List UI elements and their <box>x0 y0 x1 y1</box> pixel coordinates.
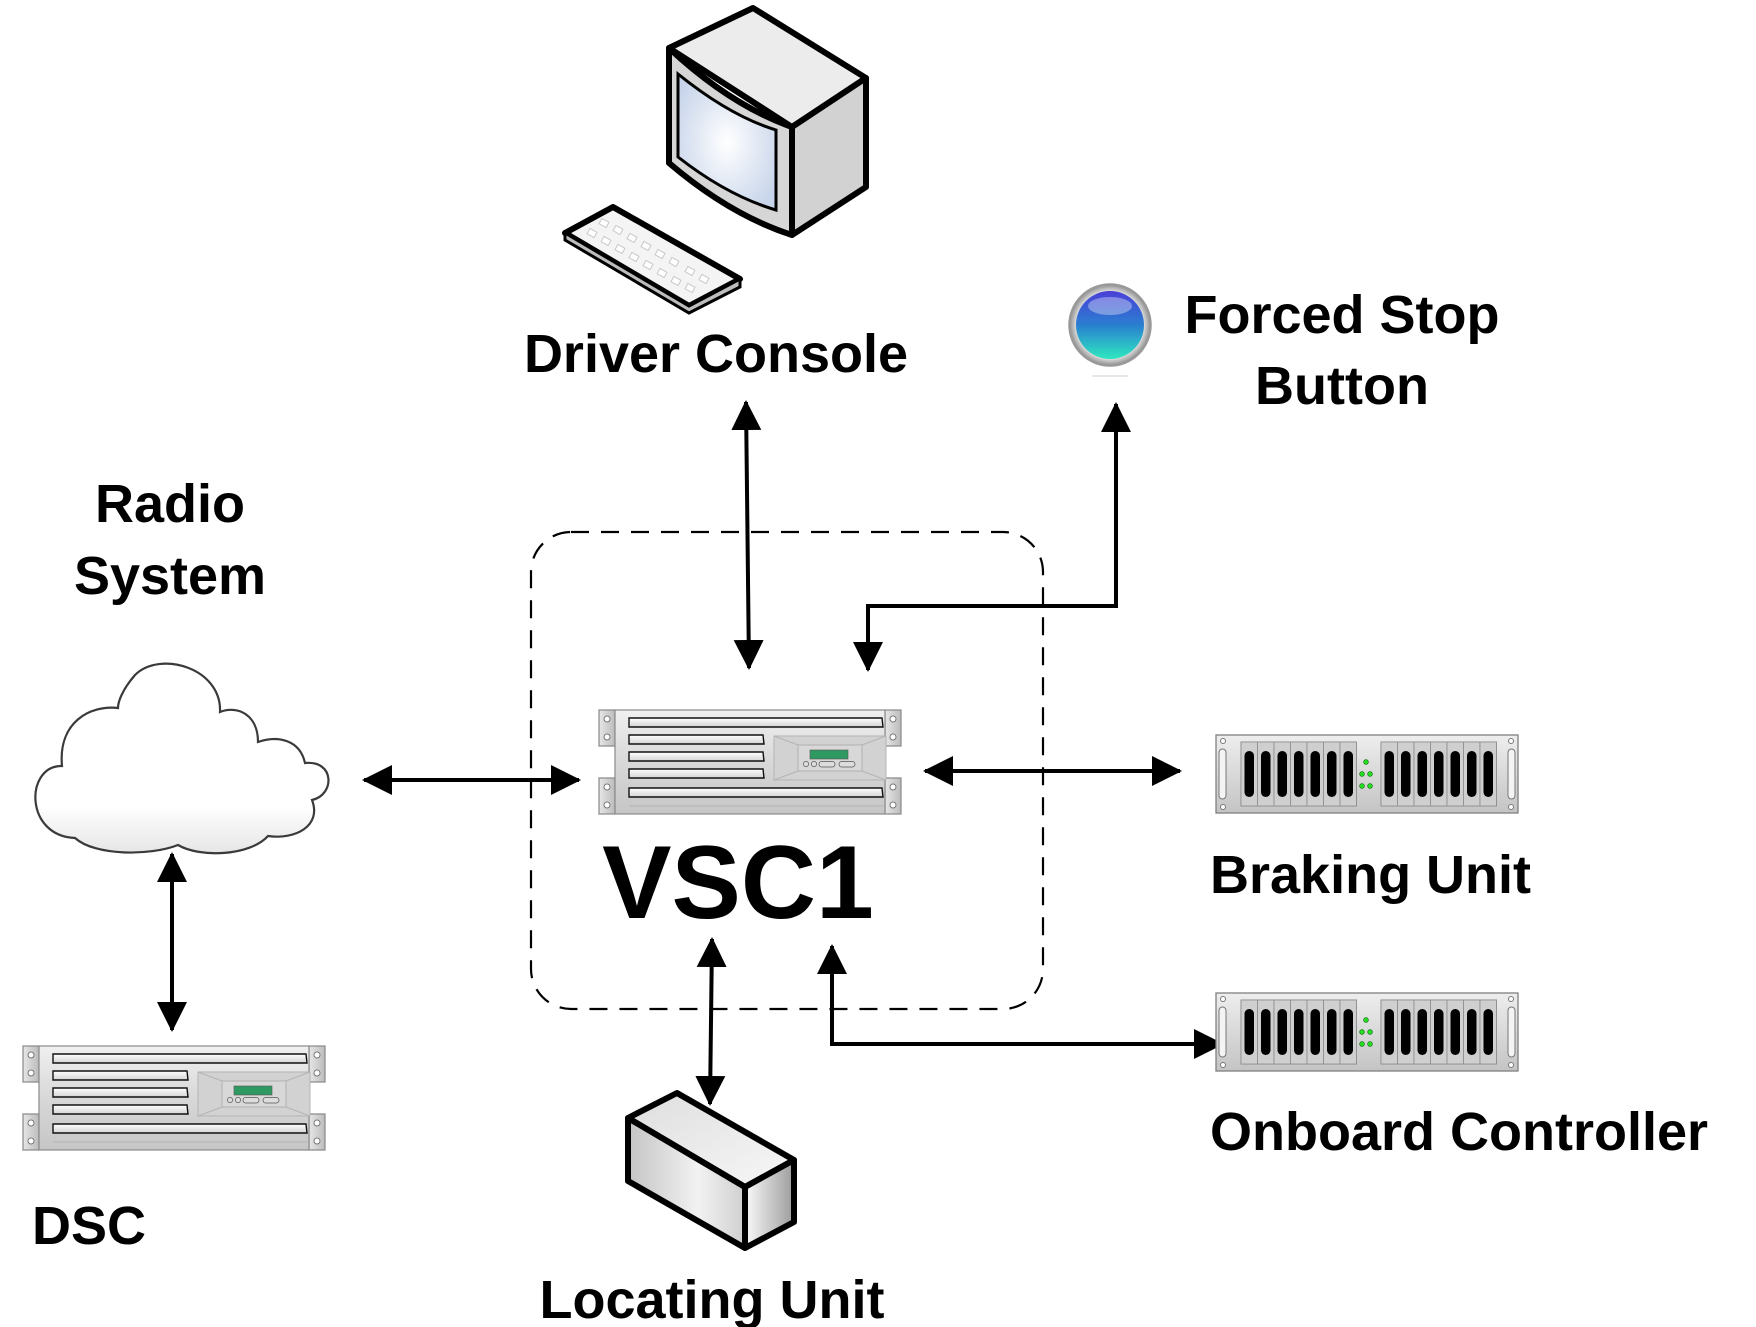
edge-vsc1-driver-console <box>731 400 764 670</box>
box-device-icon <box>625 1090 797 1251</box>
edge-vsc1-forced-stop <box>853 402 1131 672</box>
push-button-icon <box>1068 283 1152 377</box>
driver-console-label: Driver Console <box>524 324 908 384</box>
forced-stop-label-line1: Forced Stop <box>1184 285 1499 345</box>
keyboard-keys <box>586 217 710 294</box>
forced-stop-label-line2: Button <box>1255 356 1429 416</box>
edge-vsc1-onboard-controller <box>817 944 1224 1059</box>
radio-system-label-line1: Radio <box>95 474 245 534</box>
cloud-icon <box>34 662 330 855</box>
rack-server-icon <box>22 1045 326 1151</box>
disk-array-icon <box>1215 992 1519 1072</box>
disk-array-icon <box>1215 734 1519 814</box>
onboard-controller-label: Onboard Controller <box>1210 1102 1708 1162</box>
computer-workstation-icon <box>562 5 869 315</box>
locating-unit-label: Locating Unit <box>540 1270 885 1327</box>
braking-unit-label: Braking Unit <box>1210 845 1531 905</box>
edge-vsc1-locating-unit <box>695 937 727 1106</box>
connectors <box>157 400 1224 1106</box>
dsc-label: DSC <box>32 1196 146 1256</box>
radio-system-label-line2: System <box>74 546 266 606</box>
vsc1-label: VSC1 <box>602 825 874 941</box>
vsc1-server-icon <box>598 709 902 815</box>
